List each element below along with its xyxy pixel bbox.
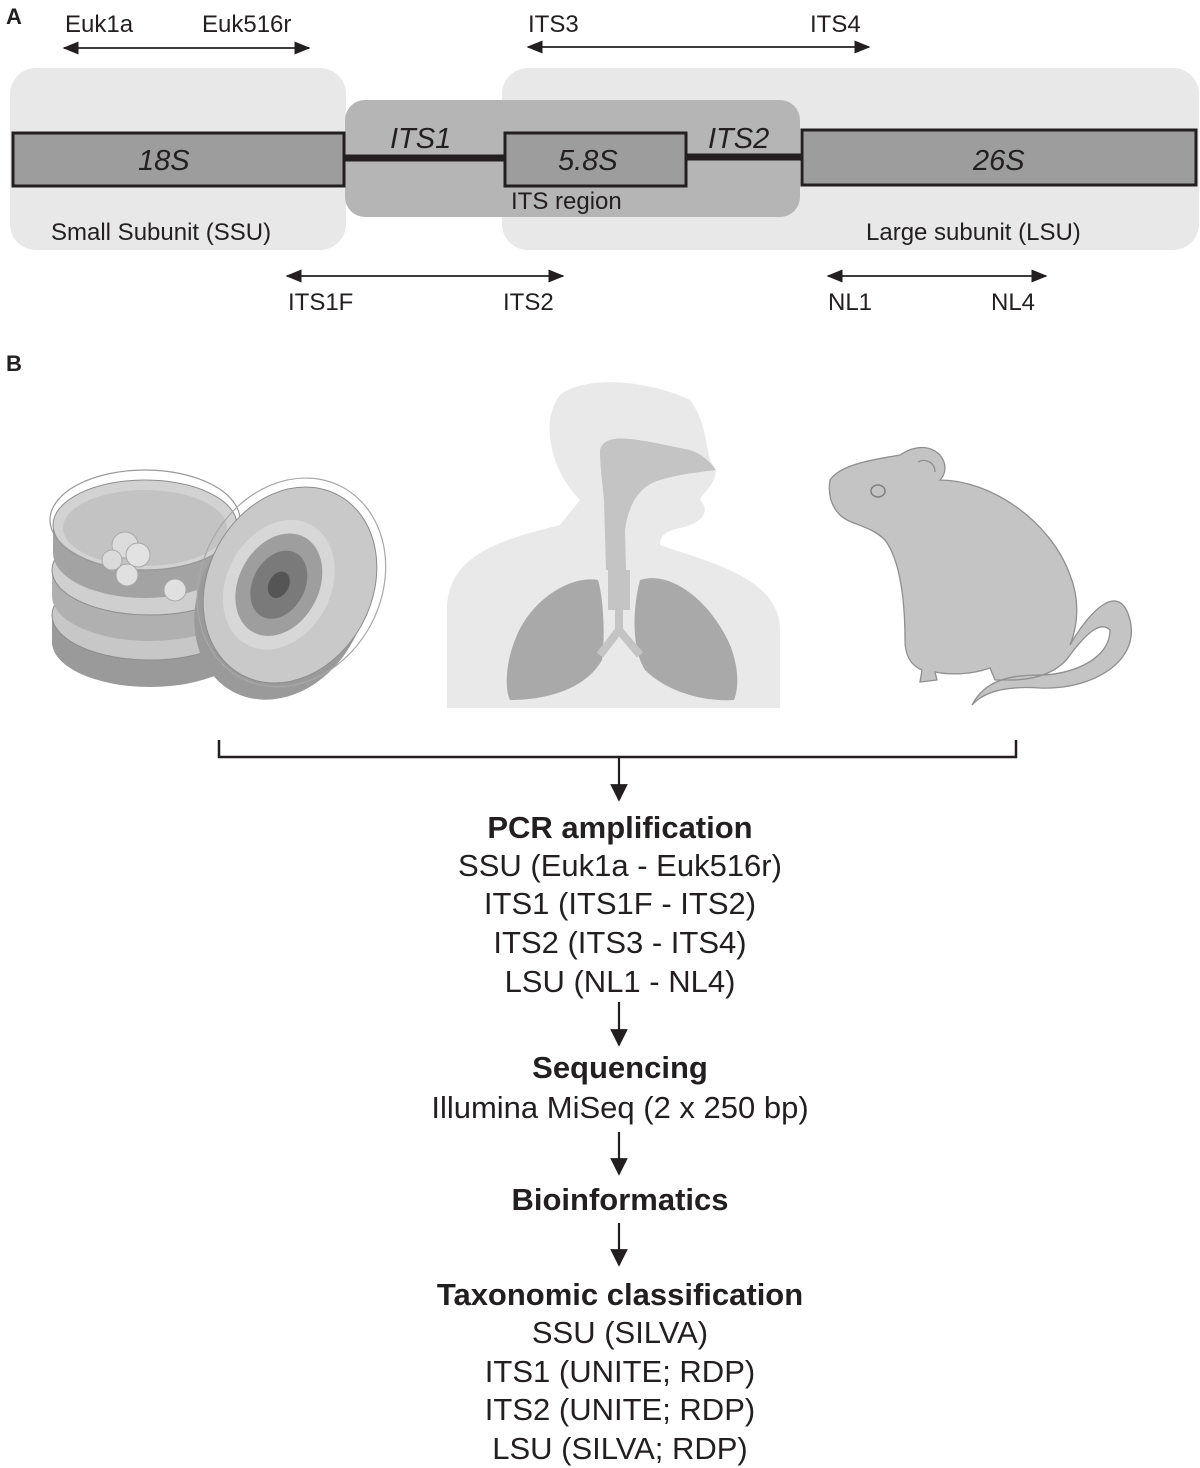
sequencing-line: Illumina MiSeq (2 x 250 bp) — [431, 1090, 809, 1125]
pcr-line-its2: ITS2 (ITS3 - ITS4) — [493, 925, 747, 960]
sample-bracket — [217, 740, 1018, 759]
primer-label-euk1a: Euk1a — [65, 11, 134, 38]
taxonomy-line-lsu: LSU (SILVA; RDP) — [492, 1431, 748, 1466]
primer-label-its2: ITS2 — [503, 289, 554, 316]
gene-box-18s — [11, 131, 346, 188]
segment-label-18s: 18S — [138, 145, 190, 177]
panel-label-a: A — [6, 4, 22, 29]
pcr-line-lsu: LSU (NL1 - NL4) — [504, 964, 736, 999]
segment-label-5-8s: 5.8S — [558, 145, 618, 177]
primer-label-its3: ITS3 — [528, 11, 579, 38]
petri-dishes-illustration — [49, 469, 387, 700]
taxonomy-line-ssu: SSU (SILVA) — [531, 1315, 709, 1350]
step-title-bioinformatics: Bioinformatics — [511, 1182, 729, 1217]
pcr-line-ssu: SSU (Euk1a - Euk516r) — [458, 848, 782, 883]
step-title-sequencing: Sequencing — [532, 1050, 708, 1085]
gene-box-5-8s — [503, 131, 688, 188]
step-title-taxonomy: Taxonomic classification — [436, 1277, 804, 1312]
gene-box-26s — [800, 128, 1198, 187]
pcr-line-its1: ITS1 (ITS1F - ITS2) — [483, 886, 757, 921]
primer-label-nl4: NL4 — [991, 289, 1036, 316]
segment-label-its1: ITS1 — [390, 123, 452, 155]
primer-label-nl1: NL1 — [828, 289, 873, 316]
primer-label-euk516r: Euk516r — [202, 11, 292, 38]
mouse-illustration — [828, 446, 1133, 706]
region-label-ssu: Small Subunit (SSU) — [51, 219, 272, 246]
panel-label-b: B — [6, 351, 22, 376]
step-title-pcr: PCR amplification — [487, 810, 753, 845]
region-label-lsu: Large subunit (LSU) — [866, 219, 1081, 246]
primer-label-its4: ITS4 — [810, 11, 861, 38]
taxonomy-line-its2: ITS2 (UNITE; RDP) — [484, 1392, 756, 1427]
primer-label-its1f: ITS1F — [288, 289, 354, 316]
taxonomy-line-its1: ITS1 (UNITE; RDP) — [484, 1354, 756, 1389]
segment-label-26s: 26S — [973, 145, 1025, 177]
segment-label-its2: ITS2 — [708, 123, 770, 155]
human-respiratory-illustration — [447, 382, 780, 708]
region-label-its: ITS region — [511, 188, 622, 215]
